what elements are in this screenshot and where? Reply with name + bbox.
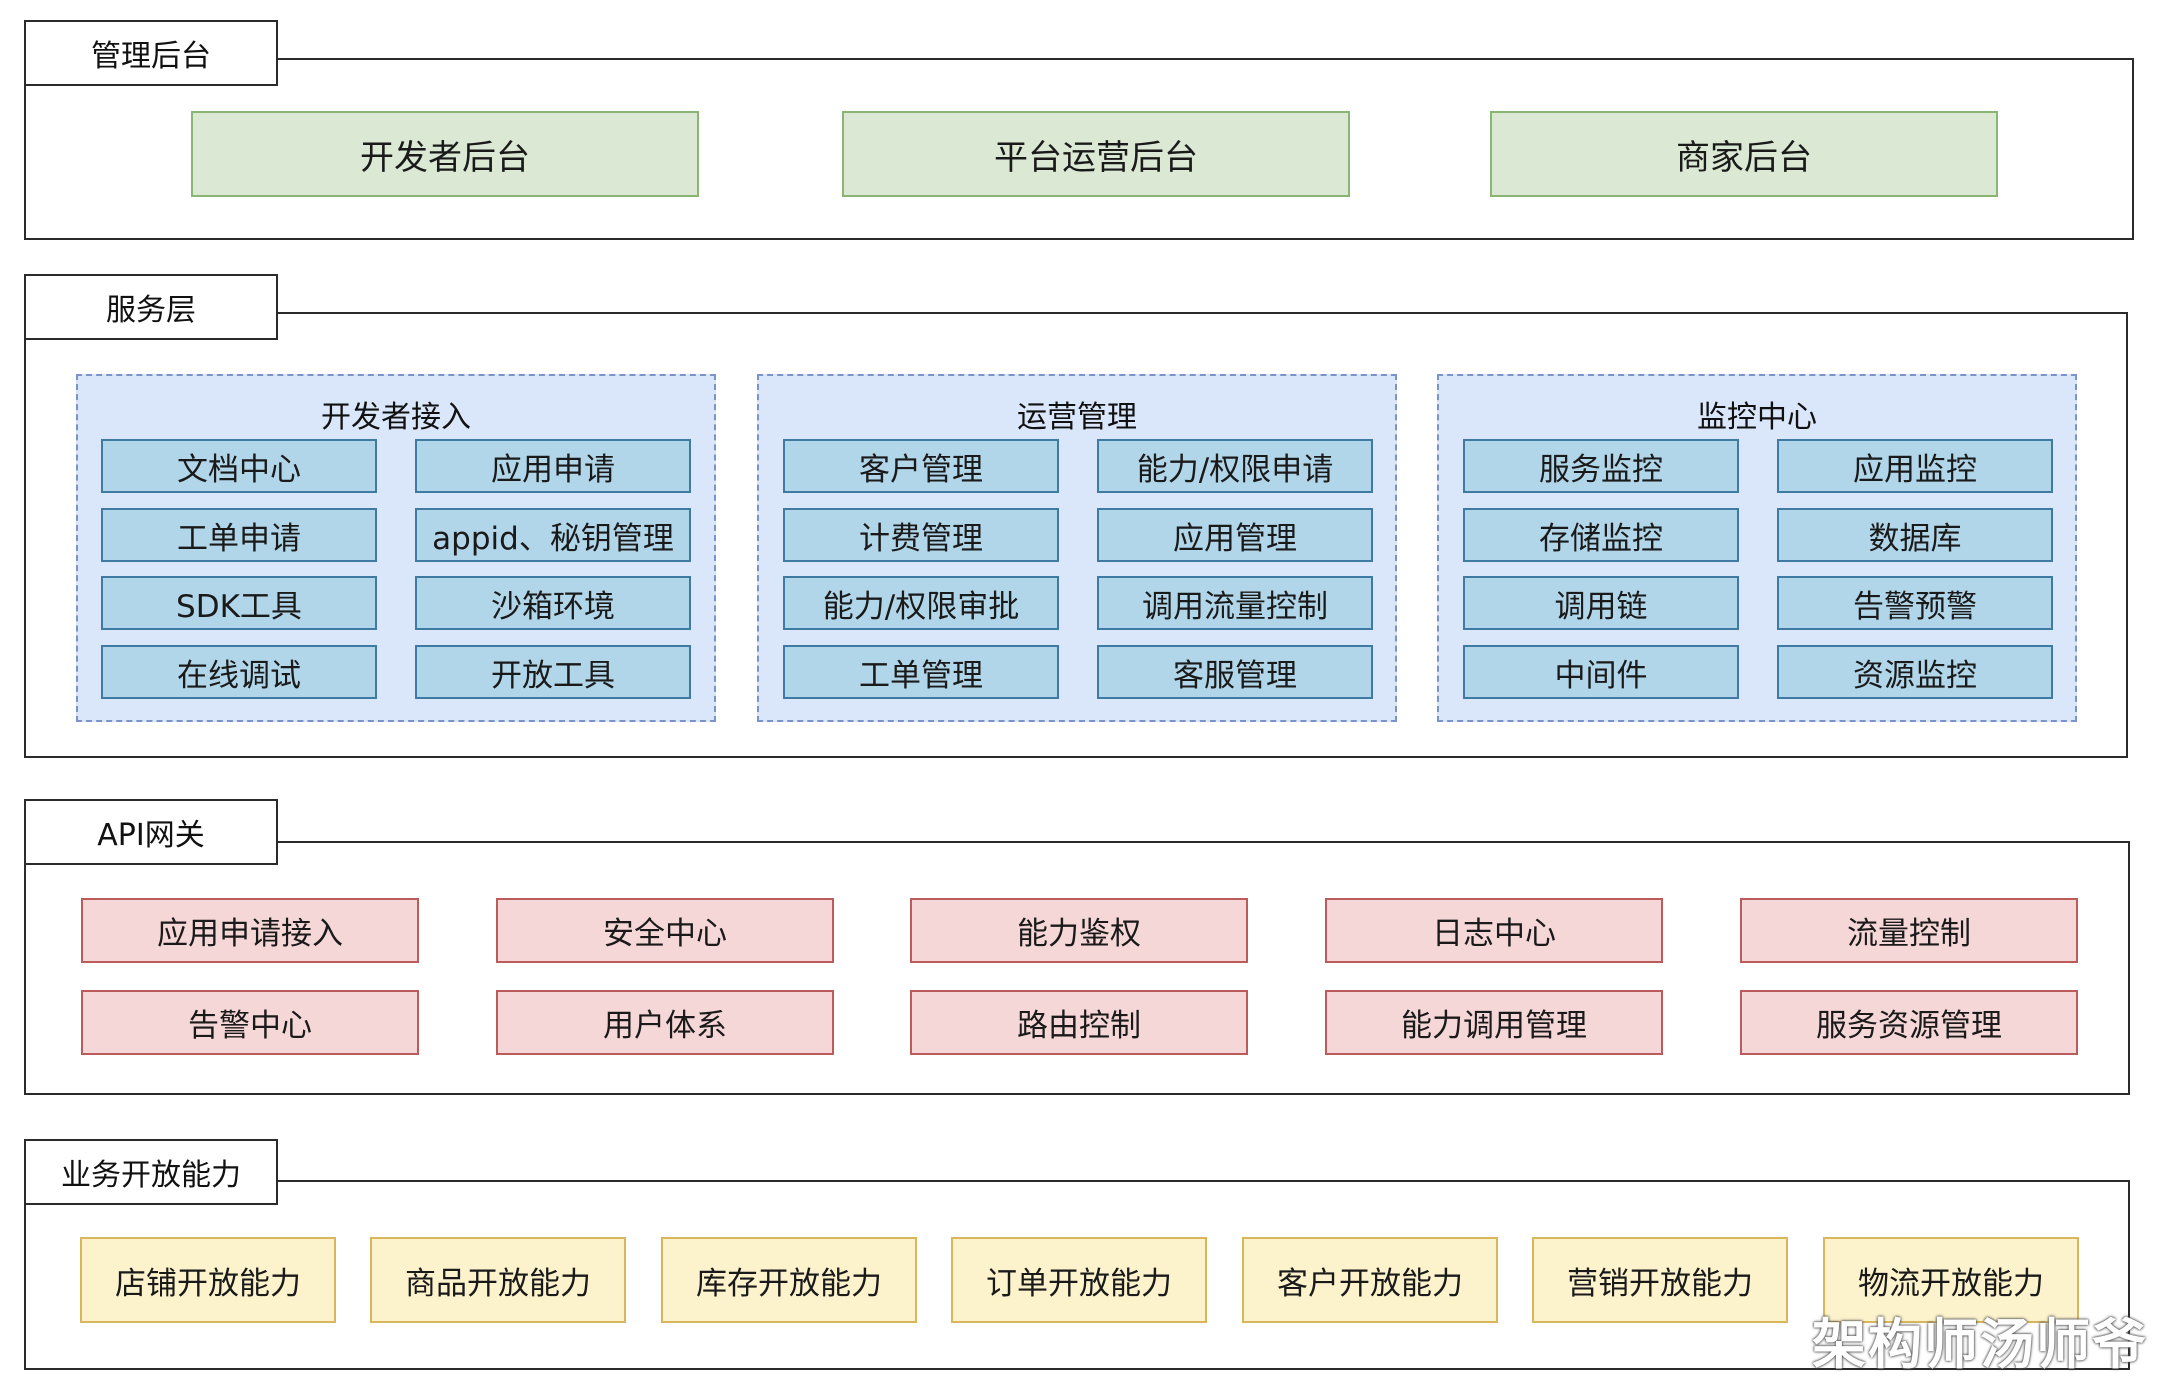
business-item: 库存开放能力 xyxy=(661,1237,917,1323)
gateway-item: 服务资源管理 xyxy=(1740,990,2078,1055)
service-item: 客服管理 xyxy=(1097,645,1373,699)
api-gateway-layer-title: API网关 xyxy=(24,799,278,865)
service-item: 调用流量控制 xyxy=(1097,576,1373,630)
gateway-item: 用户体系 xyxy=(496,990,834,1055)
watermark-text: 架构师汤师爷 xyxy=(1812,1313,2148,1376)
service-item: 工单申请 xyxy=(101,508,377,562)
gateway-item: 应用申请接入 xyxy=(81,898,419,963)
operations-management-group-title: 运营管理 xyxy=(1017,400,1137,435)
service-item: 工单管理 xyxy=(783,645,1059,699)
service-item: 服务监控 xyxy=(1463,439,1739,493)
gateway-item: 路由控制 xyxy=(910,990,1248,1055)
business-capability-layer-title: 业务开放能力 xyxy=(24,1139,278,1205)
merchant-backend-box: 商家后台 xyxy=(1490,111,1998,197)
developer-access-group-title: 开发者接入 xyxy=(321,400,471,435)
business-item: 物流开放能力 xyxy=(1823,1237,2079,1323)
developer-backend-box: 开发者后台 xyxy=(191,111,699,197)
service-item: appid、秘钥管理 xyxy=(415,508,691,562)
service-item: 能力/权限申请 xyxy=(1097,439,1373,493)
service-item: 在线调试 xyxy=(101,645,377,699)
service-item: 客户管理 xyxy=(783,439,1059,493)
service-item: 告警预警 xyxy=(1777,576,2053,630)
service-layer-title: 服务层 xyxy=(24,274,278,340)
monitoring-center-group-title: 监控中心 xyxy=(1697,400,1817,435)
gateway-item: 流量控制 xyxy=(1740,898,2078,963)
service-item: 能力/权限审批 xyxy=(783,576,1059,630)
service-item: 存储监控 xyxy=(1463,508,1739,562)
service-item: SDK工具 xyxy=(101,576,377,630)
service-item: 应用申请 xyxy=(415,439,691,493)
gateway-item: 告警中心 xyxy=(81,990,419,1055)
service-item: 沙箱环境 xyxy=(415,576,691,630)
business-item: 店铺开放能力 xyxy=(80,1237,336,1323)
gateway-item: 能力鉴权 xyxy=(910,898,1248,963)
service-item: 资源监控 xyxy=(1777,645,2053,699)
api-gateway-layer xyxy=(24,841,2130,1095)
service-item: 数据库 xyxy=(1777,508,2053,562)
management-layer-title: 管理后台 xyxy=(24,20,278,86)
platform-operations-backend-box: 平台运营后台 xyxy=(842,111,1350,197)
service-item: 中间件 xyxy=(1463,645,1739,699)
business-item: 商品开放能力 xyxy=(370,1237,626,1323)
business-item: 营销开放能力 xyxy=(1532,1237,1788,1323)
business-item: 客户开放能力 xyxy=(1242,1237,1498,1323)
service-item: 计费管理 xyxy=(783,508,1059,562)
service-item: 调用链 xyxy=(1463,576,1739,630)
gateway-item: 能力调用管理 xyxy=(1325,990,1663,1055)
service-item: 应用管理 xyxy=(1097,508,1373,562)
service-item: 应用监控 xyxy=(1777,439,2053,493)
service-item: 开放工具 xyxy=(415,645,691,699)
gateway-item: 安全中心 xyxy=(496,898,834,963)
gateway-item: 日志中心 xyxy=(1325,898,1663,963)
business-item: 订单开放能力 xyxy=(951,1237,1207,1323)
service-item: 文档中心 xyxy=(101,439,377,493)
